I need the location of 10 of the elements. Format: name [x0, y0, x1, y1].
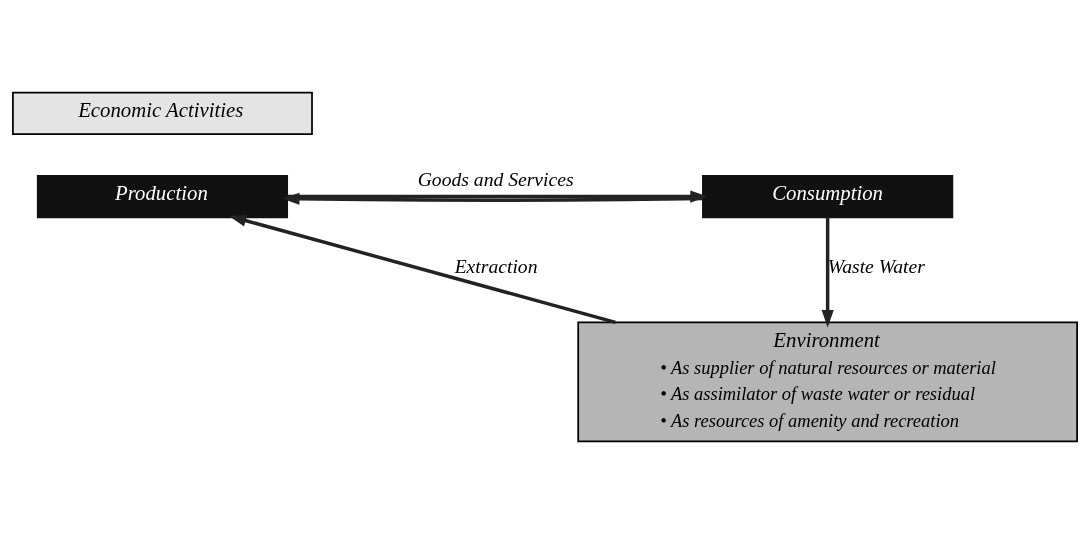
arrow — [821, 217, 834, 328]
edge-label: Waste Water — [827, 256, 925, 278]
node-box: Consumption — [702, 174, 954, 219]
node-box: Environment • As supplier of natural resources or material • As assimilator of waste water or residual • As resources of amenity and recreation — [577, 321, 1078, 443]
edge-label: Extraction — [454, 256, 538, 278]
arrow — [228, 214, 616, 325]
node-box: Economic Activities — [12, 91, 313, 136]
arrow — [282, 192, 703, 205]
edge-label: Goods and Services — [417, 168, 574, 190]
node-box: Production — [36, 174, 289, 219]
